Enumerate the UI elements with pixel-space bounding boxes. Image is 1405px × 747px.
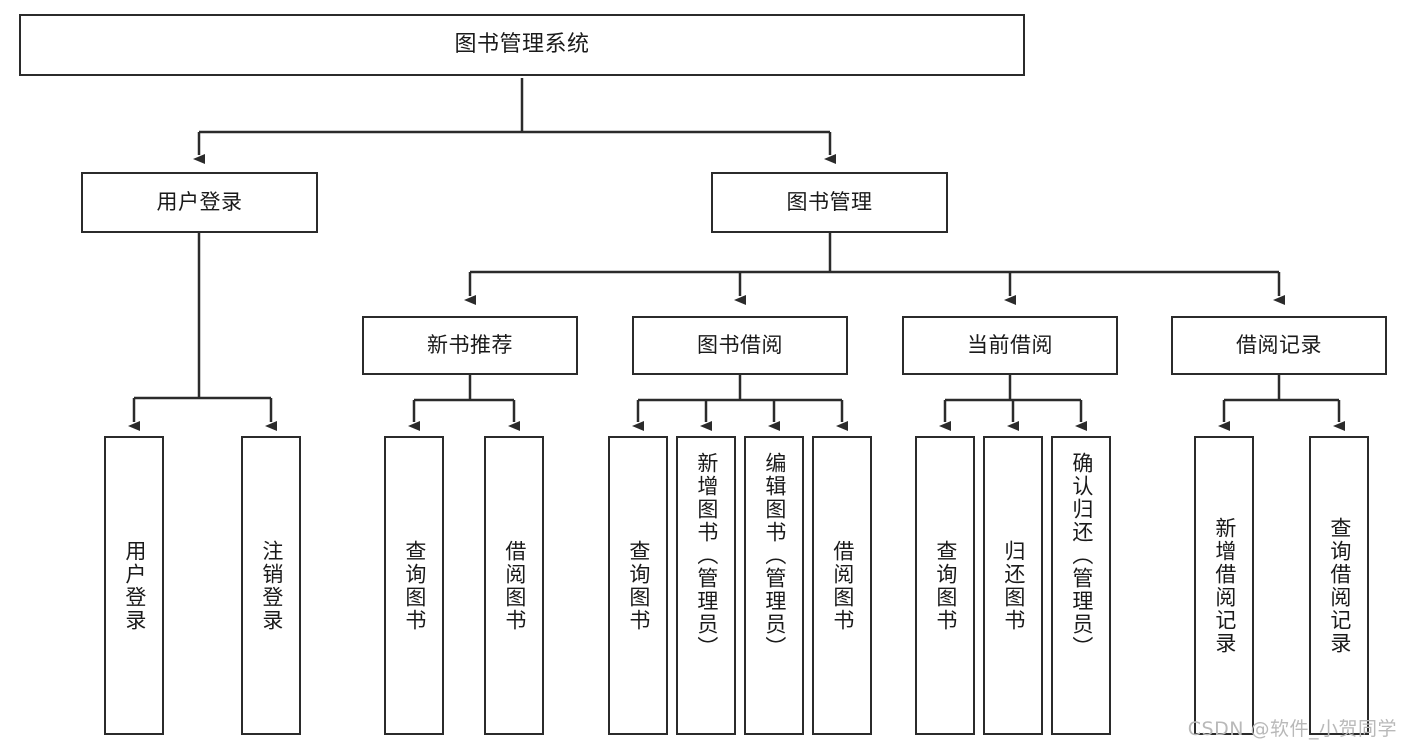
leaf-user-login[interactable]: 用户登录 xyxy=(104,436,164,735)
node-label: 借阅图书 xyxy=(502,539,527,632)
node-label: 借阅图书 xyxy=(830,539,855,632)
node-label: 借阅记录 xyxy=(1236,333,1322,358)
node-label: 查询图书 xyxy=(626,539,651,632)
node-label: 查询借阅记录 xyxy=(1327,516,1352,655)
node-label: 图书管理 xyxy=(786,190,873,215)
leaf-query-book-borrow[interactable]: 查询图书 xyxy=(608,436,668,735)
node-book-management[interactable]: 图书管理 xyxy=(711,172,948,233)
leaf-borrow-book[interactable]: 借阅图书 xyxy=(812,436,872,735)
leaf-return-book[interactable]: 归还图书 xyxy=(983,436,1043,735)
node-book-management-system[interactable]: 图书管理系统 xyxy=(19,14,1025,76)
leaf-borrow-book-recommend[interactable]: 借阅图书 xyxy=(484,436,544,735)
node-label: 确认归还（管理员） xyxy=(1069,452,1094,659)
leaf-confirm-return-admin[interactable]: 确认归还（管理员） xyxy=(1051,436,1111,735)
node-label: 新增借阅记录 xyxy=(1212,516,1237,655)
node-borrow-record[interactable]: 借阅记录 xyxy=(1171,316,1387,375)
node-book-borrow[interactable]: 图书借阅 xyxy=(632,316,848,375)
leaf-query-borrow-record[interactable]: 查询借阅记录 xyxy=(1309,436,1369,735)
node-new-book-recommend[interactable]: 新书推荐 xyxy=(362,316,578,375)
leaf-add-book-admin[interactable]: 新增图书（管理员） xyxy=(676,436,736,735)
leaf-add-borrow-record[interactable]: 新增借阅记录 xyxy=(1194,436,1254,735)
node-label: 用户登录 xyxy=(156,190,243,215)
node-label: 归还图书 xyxy=(1001,539,1026,632)
leaf-logout[interactable]: 注销登录 xyxy=(241,436,301,735)
node-label: 新书推荐 xyxy=(427,333,513,358)
node-label: 当前借阅 xyxy=(967,333,1053,358)
leaf-query-book-recommend[interactable]: 查询图书 xyxy=(384,436,444,735)
node-current-borrow[interactable]: 当前借阅 xyxy=(902,316,1118,375)
leaf-edit-book-admin[interactable]: 编辑图书（管理员） xyxy=(744,436,804,735)
node-label: 图书管理系统 xyxy=(454,32,590,58)
node-label: 新增图书（管理员） xyxy=(694,452,719,659)
node-label: 用户登录 xyxy=(122,539,147,632)
watermark-text: CSDN @软件_小贺同学 xyxy=(1187,718,1397,740)
node-label: 图书借阅 xyxy=(697,333,783,358)
leaf-query-book-current[interactable]: 查询图书 xyxy=(915,436,975,735)
node-user-login[interactable]: 用户登录 xyxy=(81,172,318,233)
node-label: 查询图书 xyxy=(402,539,427,632)
node-label: 注销登录 xyxy=(259,539,284,632)
node-label: 编辑图书（管理员） xyxy=(762,452,787,659)
node-label: 查询图书 xyxy=(933,539,958,632)
